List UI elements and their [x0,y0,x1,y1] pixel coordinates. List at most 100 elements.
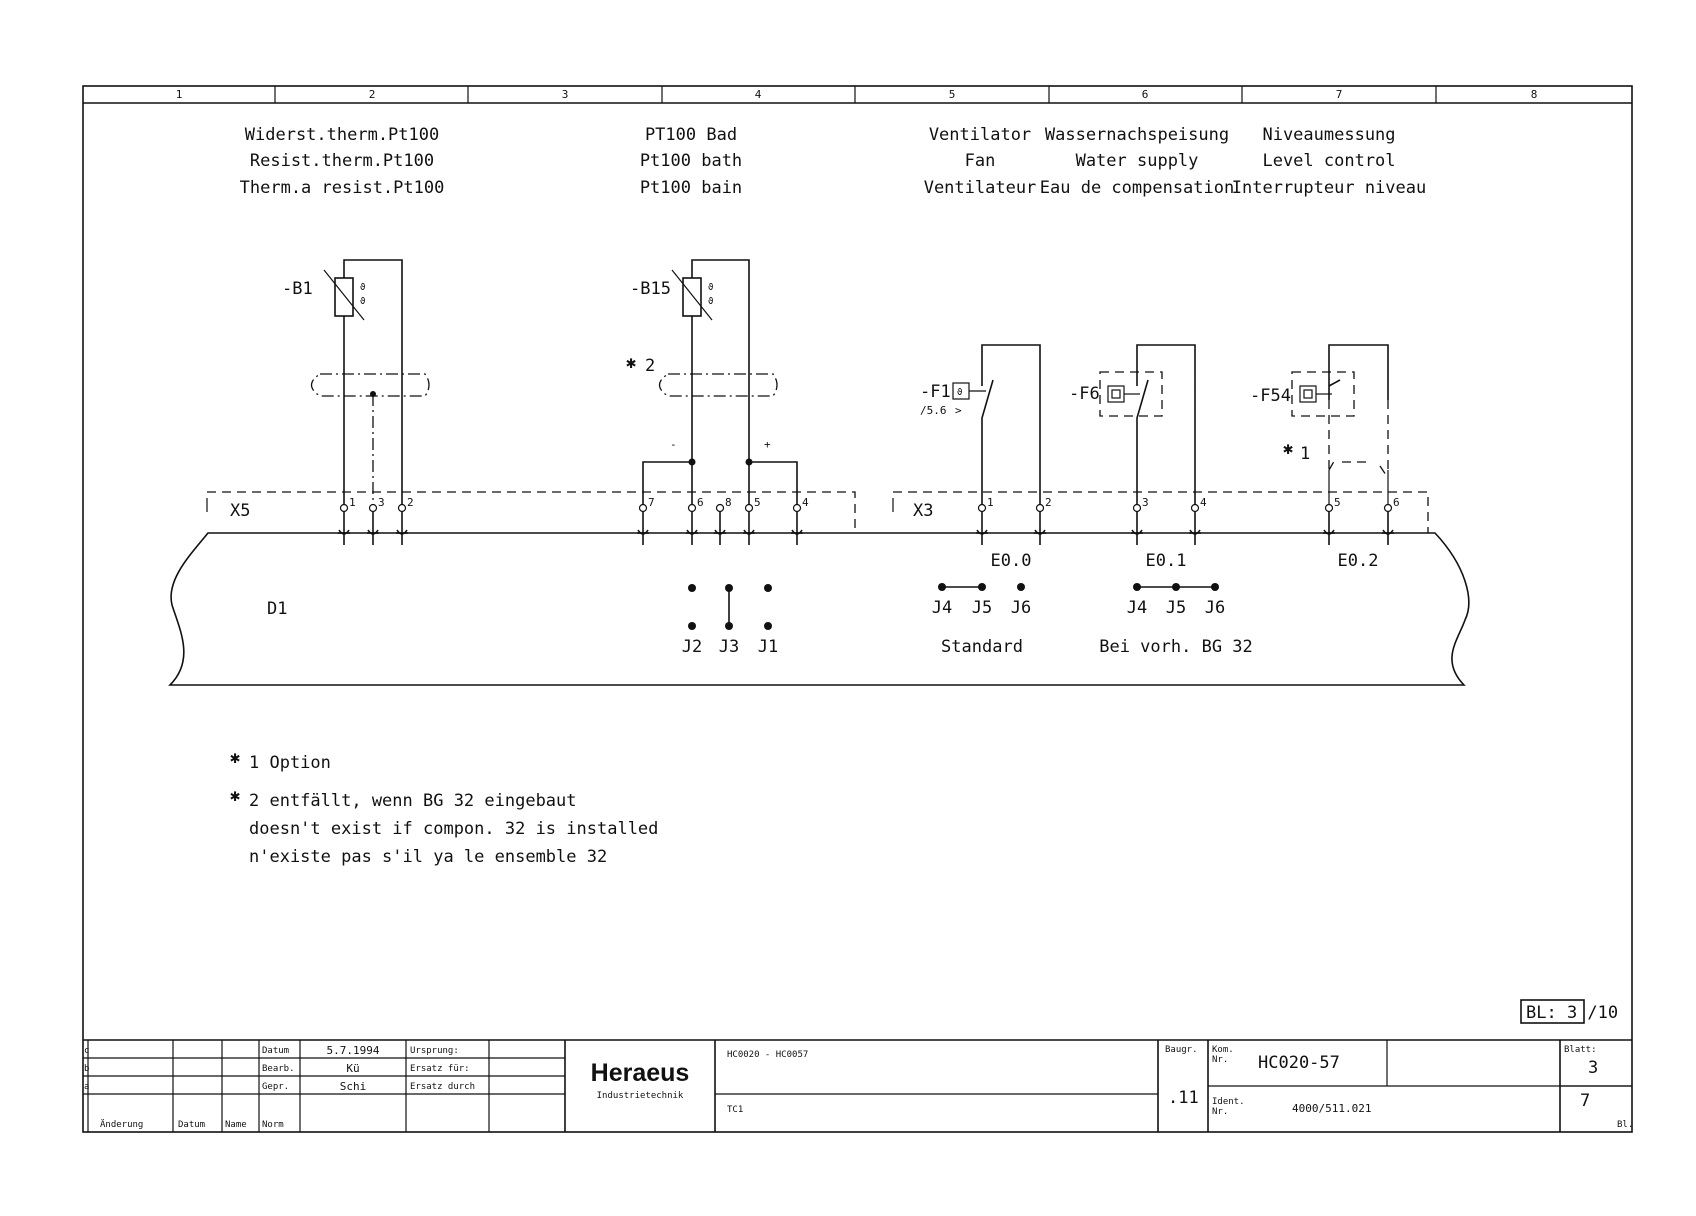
terminal-num-x3-5: 5 [1334,496,1341,509]
jumper-std-j4: J4 [932,598,952,618]
heading-water-de: Wassernachspeisung [1045,125,1229,145]
heading-fan-en: Fan [965,151,996,171]
heading-level-en: Level control [1262,151,1395,171]
switch-f1: ϑ [952,344,1041,505]
heading-resist-en: Resist.therm.Pt100 [250,151,434,171]
svg-text:✱: ✱ [626,353,636,373]
terminal-x3-5 [1323,503,1335,545]
input-e0-0: E0.0 [991,551,1032,571]
grid-col-8: 8 [1531,88,1538,101]
terminal-strip-x5-label: X5 [230,501,250,521]
svg-text:ϑ: ϑ [360,297,365,307]
rev-letter-b: b [84,1064,89,1074]
input-e0-1: E0.1 [1146,551,1187,571]
ersatz-durch-label: Ersatz durch [410,1082,475,1092]
bearb-value: Kü [346,1062,359,1075]
switch-f1-ref: /5.6 [920,404,947,417]
kom-value: HC020-57 [1258,1053,1340,1073]
ident-value: 4000/511.021 [1292,1102,1371,1115]
ident-label: Ident. [1212,1097,1245,1107]
jumper-bg32-j5: J5 [1166,598,1186,618]
norm-label: Norm [262,1120,284,1130]
terminal-num-x3-6: 6 [1393,496,1400,509]
terminal-x3-2 [1034,503,1046,545]
terminal-strip-x5 [206,491,856,533]
note-2-fr: n'existe pas s'il ya le ensemble 32 [249,847,607,867]
jumper-block-a [688,584,772,630]
models-range: HC0020 - HC0057 [727,1050,808,1060]
note-star-1-marker-num: 1 [1300,444,1310,464]
datum-value: 5.7.1994 [327,1044,380,1057]
switch-f1-label: -F1 [920,382,951,402]
input-e0-2: E0.2 [1338,551,1379,571]
terminal-num-x3-4: 4 [1200,496,1207,509]
terminal-num-x5-2: 2 [407,496,414,509]
jumper-j1: J1 [758,637,778,657]
ersatz-fuer-label: Ersatz für: [410,1064,470,1074]
switch-f54 [1291,344,1389,505]
jumper-caption-standard: Standard [941,637,1023,657]
rev-letter-a: a [84,1082,89,1092]
grid-col-6: 6 [1142,88,1149,101]
svg-text:ϑ: ϑ [957,388,962,398]
heading-fan-de: Ventilator [929,125,1031,145]
sensor-b1-label: -B1 [282,279,313,299]
company-logo: Heraeus [591,1059,690,1087]
terminal-strip-x3 [892,491,1429,533]
svg-text:ϑ: ϑ [708,283,713,293]
heading-level-fr: Interrupteur niveau [1232,178,1426,198]
shield-b15 [658,373,778,397]
bearb-label: Bearb. [262,1064,295,1074]
heading-level-de: Niveaumessung [1262,125,1395,145]
sensor-b15: ϑ ϑ [642,259,798,505]
jumper-std-j5: J5 [972,598,992,618]
ident-label-nr: Nr. [1212,1107,1228,1117]
board-d1-label: D1 [267,599,287,619]
rev-header-date: Datum [178,1120,205,1130]
terminal-x5-7 [637,503,649,545]
terminal-x5-1 [338,503,350,545]
jumper-std-j6: J6 [1011,598,1031,618]
svg-text:ϑ: ϑ [708,297,713,307]
blatt-value: 3 [1588,1058,1598,1078]
terminal-x3-6 [1382,503,1394,545]
note-star-2-marker-num: 2 [645,356,655,376]
grid-col-1: 1 [176,88,183,101]
terminal-num-x3-3: 3 [1142,496,1149,509]
rev-header-change: Änderung [100,1119,143,1130]
board-d1-outline [168,532,1470,686]
grid-col-5: 5 [949,88,956,101]
jumper-caption-bg32: Bei vorh. BG 32 [1099,637,1253,657]
svg-text:✱: ✱ [1283,439,1293,459]
terminal-num-x5-4: 4 [802,496,809,509]
heading-resist-fr: Therm.a resist.Pt100 [240,178,445,198]
terminal-strip-x3-label: X3 [913,501,933,521]
title-block [83,1039,1632,1132]
terminal-num-x5-7: 7 [648,496,655,509]
baugr-label: Baugr. [1165,1045,1198,1055]
kom-label: Kom. [1212,1045,1234,1055]
bl-suffix: Bl. [1617,1120,1633,1130]
grid-col-3: 3 [562,88,569,101]
note-1: 1 Option [249,753,331,773]
switch-f54-label: -F54 [1250,386,1291,406]
blatt-total: 7 [1580,1091,1590,1111]
sheet-ref: BL: 3 /10 [1526,1003,1618,1023]
note-star-1-marker: ✱ [1283,439,1293,459]
shield-b1 [310,373,430,505]
note-star-2-marker: ✱ [626,353,636,373]
terminal-x5-8 [714,503,726,545]
note-2-de: 2 entfällt, wenn BG 32 eingebaut [249,791,577,811]
heading-water-fr: Eau de compensation [1040,178,1234,198]
gepr-label: Gepr. [262,1082,289,1092]
terminal-x5-4 [791,503,803,545]
terminal-x5-2 [396,503,408,545]
note-star-icon-2: ✱ [230,786,240,806]
heading-bath-fr: Pt100 bain [640,178,742,198]
datum-label: Datum [262,1046,289,1056]
terminal-num-x5-5: 5 [754,496,761,509]
note-2-en: doesn't exist if compon. 32 is installed [249,819,658,839]
grid-col-4: 4 [755,88,762,101]
terminals [338,503,1394,545]
